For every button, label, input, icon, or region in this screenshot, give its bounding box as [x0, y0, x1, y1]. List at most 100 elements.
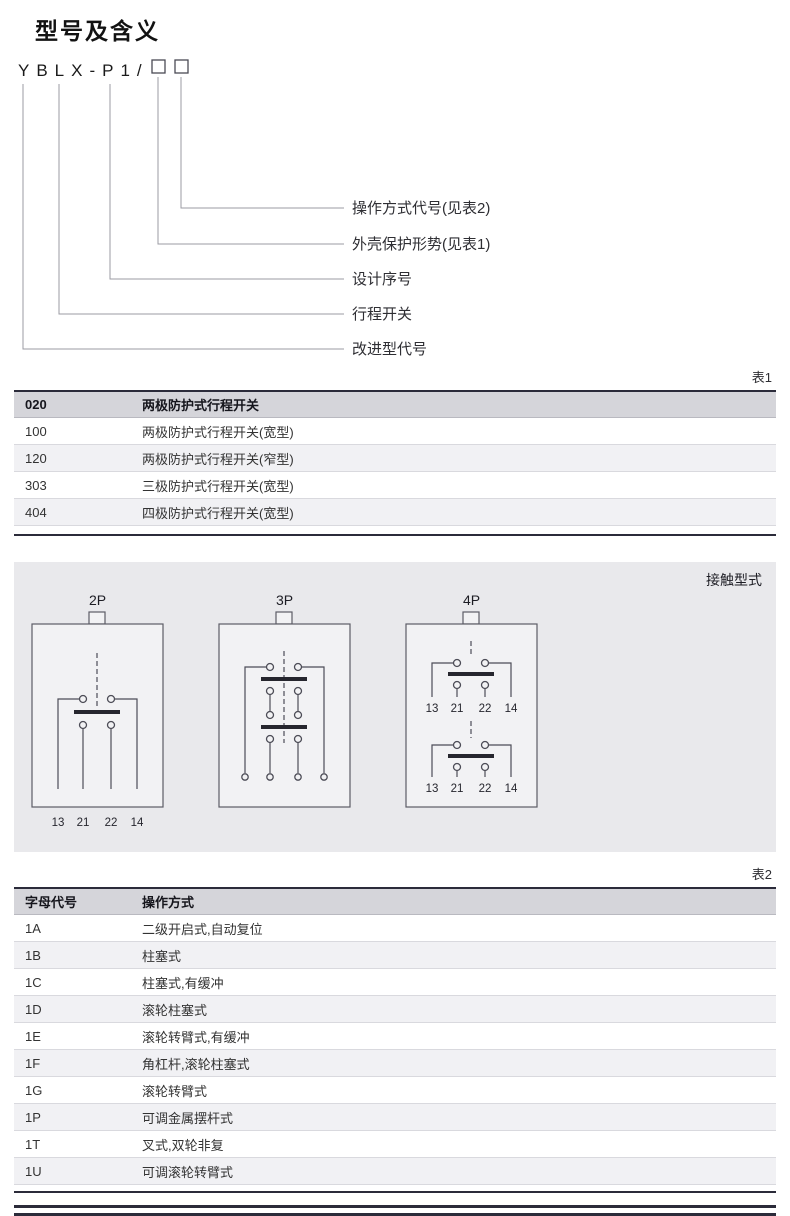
contact-diagram-2p: 13 21 22 14: [31, 611, 164, 829]
table-row: 1E 滚轮转臂式,有缓冲: [14, 1023, 776, 1050]
table2-header-code: 字母代号: [25, 895, 78, 910]
terminal-labels-lower: 13 21 22 14: [426, 783, 518, 795]
terminal-labels-upper: 13 21 22 14: [426, 703, 518, 715]
row-code-cell: 1G: [25, 1082, 43, 1098]
contact-type-panel: 接触型式 2P: [14, 562, 776, 852]
row-code-cell: 1B: [25, 947, 41, 963]
branch-line-improved: [22, 84, 344, 350]
row-desc-cell: 两极防护式行程开关(窄型): [142, 451, 294, 467]
diagram-4p: 4P: [404, 592, 539, 836]
table1: 020 两极防护式行程开关 100 两极防护式行程开关(宽型) 120 两极防护…: [14, 390, 776, 536]
table2-bottom-pad: [14, 1185, 776, 1191]
row-code-cell: 1T: [25, 1136, 41, 1152]
row-desc-cell: 叉式,双轮非复: [142, 1137, 224, 1153]
table-row: 404 四极防护式行程开关(宽型): [14, 499, 776, 526]
switch-body: [405, 623, 538, 808]
row-code-cell: 404: [25, 504, 47, 520]
row-desc-cell: 三极防护式行程开关(宽型): [142, 478, 294, 494]
diagram-2p-label: 2P: [88, 592, 107, 608]
row-desc-cell: 柱塞式: [142, 948, 182, 964]
row-desc-cell: 二级开启式,自动复位: [142, 921, 263, 937]
table-row: 1F 角杠杆,滚轮柱塞式: [14, 1050, 776, 1077]
terminal-labels: 13 21 22 14: [52, 817, 144, 829]
row-code-cell: 120: [25, 450, 47, 466]
row-code-cell: 100: [25, 423, 47, 439]
contact-diagram-4p: 13 21 22 14: [405, 611, 538, 808]
table2: 字母代号 操作方式 1A 二级开启式,自动复位 1B 柱塞式 1C 柱塞式,有缓…: [14, 887, 776, 1193]
branch-line-design-number: [109, 84, 344, 280]
row-code-cell: 1A: [25, 920, 41, 936]
diagram-3p-label: 3P: [275, 592, 294, 608]
table2-header-row: 字母代号 操作方式: [14, 889, 776, 915]
terminal-number: 14: [505, 703, 518, 715]
branch-line-enclosure: [157, 77, 344, 245]
row-desc-cell: 两极防护式行程开关(宽型): [142, 424, 294, 440]
row-code-cell: 1D: [25, 1001, 42, 1017]
model-label-improved: 改进型代号: [352, 341, 427, 358]
model-label-design-number: 设计序号: [352, 271, 412, 288]
terminal-number: 14: [505, 783, 518, 795]
model-label-enclosure: 外壳保护形势(见表1): [352, 236, 490, 253]
model-code-text: YBLX-P1/: [18, 61, 149, 80]
terminal-number: 13: [426, 703, 439, 715]
next-table-top-edge: [14, 1205, 776, 1208]
actuator-tab: [275, 611, 293, 625]
terminal-number: 22: [105, 817, 118, 829]
placeholder-box-2: [174, 59, 189, 74]
row-desc-cell: 柱塞式,有缓冲: [142, 975, 224, 991]
terminal-number: 13: [426, 783, 439, 795]
diagram-2p: 2P: [30, 592, 165, 836]
contact-diagrams: 2P: [30, 592, 762, 836]
model-code-diagram: YBLX-P1/ 操作方式代号(见表2) 外壳保护形势(见表1) 设计序号 行程…: [18, 59, 490, 358]
table-row: 1A 二级开启式,自动复位: [14, 915, 776, 942]
table-row: 100 两极防护式行程开关(宽型): [14, 418, 776, 445]
row-desc-cell: 可调金属摆杆式: [142, 1110, 234, 1126]
branch-line-travel-switch: [58, 84, 344, 315]
model-label-travel-switch: 行程开关: [352, 306, 412, 323]
terminal-number: 22: [479, 783, 492, 795]
table1-header-code: 020: [25, 397, 47, 412]
table2-tag: 表2: [751, 867, 772, 882]
row-desc-cell: 滚轮转臂式,有缓冲: [142, 1029, 250, 1045]
diagram-3p: 3P: [217, 592, 352, 836]
row-code-cell: 1E: [25, 1028, 41, 1044]
table-row: 1G 滚轮转臂式: [14, 1077, 776, 1104]
table-row: 1C 柱塞式,有缓冲: [14, 969, 776, 996]
diagram-4p-label: 4P: [462, 592, 481, 608]
table-row: 120 两极防护式行程开关(窄型): [14, 445, 776, 472]
page-title: 型号及含义: [35, 18, 160, 44]
row-code-cell: 1P: [25, 1109, 41, 1125]
table-row: 1U 可调滚轮转臂式: [14, 1158, 776, 1185]
table2-header-mode: 操作方式: [142, 895, 195, 910]
model-label-operation: 操作方式代号(见表2): [352, 200, 490, 217]
terminal-number: 21: [451, 783, 464, 795]
placeholder-box-1: [151, 59, 166, 74]
row-code-cell: 1C: [25, 974, 42, 990]
contact-symbol-upper: [431, 641, 512, 697]
terminal-number: 21: [451, 703, 464, 715]
row-code-cell: 1F: [25, 1055, 41, 1071]
table1-header-desc: 两极防护式行程开关: [142, 398, 260, 413]
contact-symbol: [241, 651, 328, 781]
contact-symbol-lower: [431, 721, 512, 777]
terminal-number: 14: [131, 817, 144, 829]
actuator-tab: [88, 611, 106, 625]
row-desc-cell: 滚轮转臂式: [142, 1083, 208, 1099]
actuator-tab: [462, 611, 480, 625]
row-desc-cell: 滚轮柱塞式: [142, 1002, 208, 1018]
terminal-number: 21: [77, 817, 90, 829]
terminal-number: 13: [52, 817, 65, 829]
contact-symbol: [57, 653, 138, 789]
table-row: 1D 滚轮柱塞式: [14, 996, 776, 1023]
table-row: 1T 叉式,双轮非复: [14, 1131, 776, 1158]
branch-line-operation: [180, 77, 344, 209]
table-row: 1B 柱塞式: [14, 942, 776, 969]
table1-tag: 表1: [751, 370, 772, 385]
row-desc-cell: 角杠杆,滚轮柱塞式: [142, 1056, 250, 1072]
row-code-cell: 303: [25, 477, 47, 493]
table-row: 303 三极防护式行程开关(宽型): [14, 472, 776, 499]
row-desc-cell: 可调滚轮转臂式: [142, 1164, 234, 1180]
table-row: 1P 可调金属摆杆式: [14, 1104, 776, 1131]
switch-body: [31, 623, 164, 808]
